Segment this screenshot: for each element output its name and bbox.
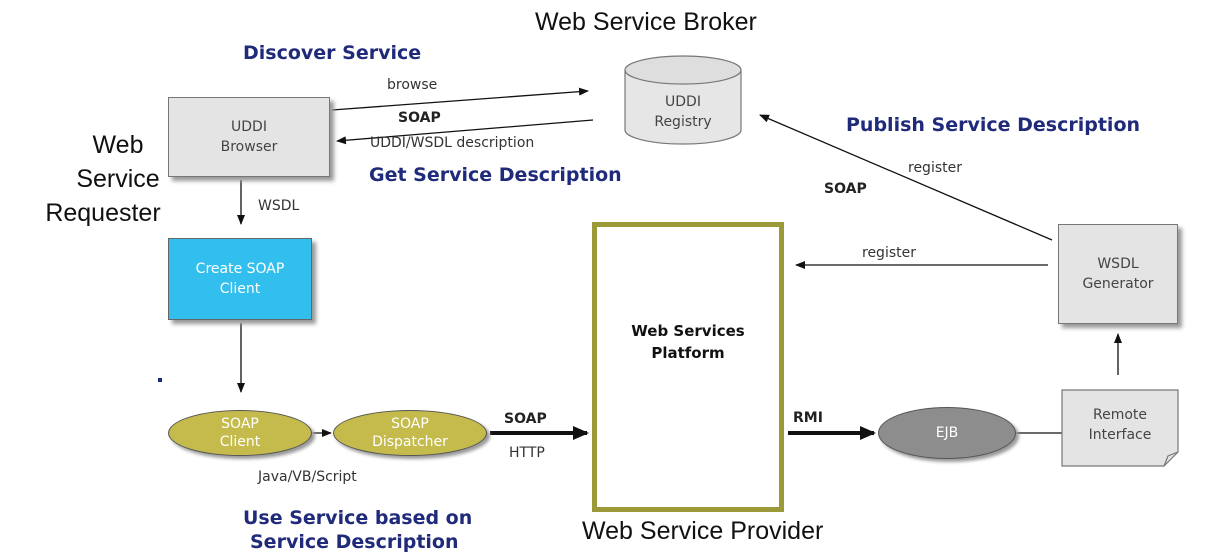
languages-label: Java/VB/Script [258,469,357,485]
get-description-label: Get Service Description [369,164,622,186]
register-lower-label: register [862,245,916,261]
browse-arrow [331,87,589,111]
broker-title: Web Service Broker [535,8,757,36]
uddi-browser-box: UDDI Browser [168,97,330,177]
soap-dispatcher-ellipse: SOAP Dispatcher [333,410,487,456]
platform-label: Web Services Platform [631,322,745,362]
requester-title: Web Service Requester [45,131,161,227]
wsdl-generator-box: WSDL Generator [1058,224,1178,324]
soap-register-label: SOAP [824,181,867,197]
discover-service-label: Discover Service [243,42,422,64]
provider-title: Web Service Provider [582,517,824,545]
ejb-ellipse: EJB [878,407,1016,459]
uddi-response-arrow [336,119,594,145]
use-service-label: Use Service based on Service Description [243,507,473,553]
marker-dot [158,378,162,382]
register-registry-arrow [759,114,1053,241]
soap-upper-label: SOAP [398,110,441,126]
uddi-registry-cylinder [624,55,742,145]
http-label: HTTP [509,445,545,461]
remote-interface-shape [1061,389,1179,467]
browse-label: browse [387,77,438,93]
wsdl-label: WSDL [258,198,300,214]
publish-label: Publish Service Description [846,114,1141,136]
uddi-registry-label: UDDI Registry [654,94,712,130]
web-services-platform-box [592,222,784,512]
create-soap-client-box: Create SOAP Client [168,238,312,320]
soap-http-label: SOAP [504,411,547,427]
rmi-label: RMI [793,410,823,426]
uddi-wsdl-description-label: UDDI/WSDL description [370,135,535,151]
remote-interface-label: Remote Interface [1088,407,1152,443]
soap-client-ellipse: SOAP Client [168,410,312,456]
register-upper-label: register [908,160,962,176]
